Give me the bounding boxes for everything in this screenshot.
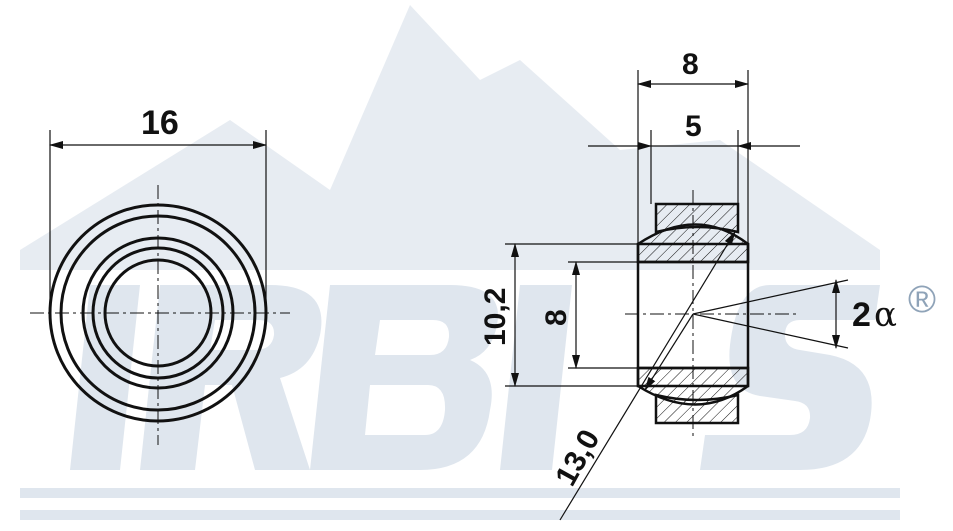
dim-label-outer-bore: 10,2 <box>479 288 512 346</box>
dim-label-inner-width: 5 <box>685 110 702 143</box>
dim-label-bore: 8 <box>540 309 573 326</box>
dim-label-outer-diameter: 16 <box>141 104 179 142</box>
irbis-watermark-logo <box>20 5 900 520</box>
dim-label-angle-number: 2 <box>852 296 871 334</box>
sphere-diameter-leader-inner <box>644 313 694 391</box>
sphere-diameter-leader <box>559 231 736 521</box>
side-view <box>505 70 849 521</box>
registered-mark: ® <box>908 279 936 321</box>
front-view <box>30 130 290 445</box>
dim-label-angle-alpha: α <box>874 295 897 335</box>
dim-label-outer-width: 8 <box>682 48 699 81</box>
angle-line-top <box>692 279 849 315</box>
angle-line-bottom <box>692 313 849 349</box>
